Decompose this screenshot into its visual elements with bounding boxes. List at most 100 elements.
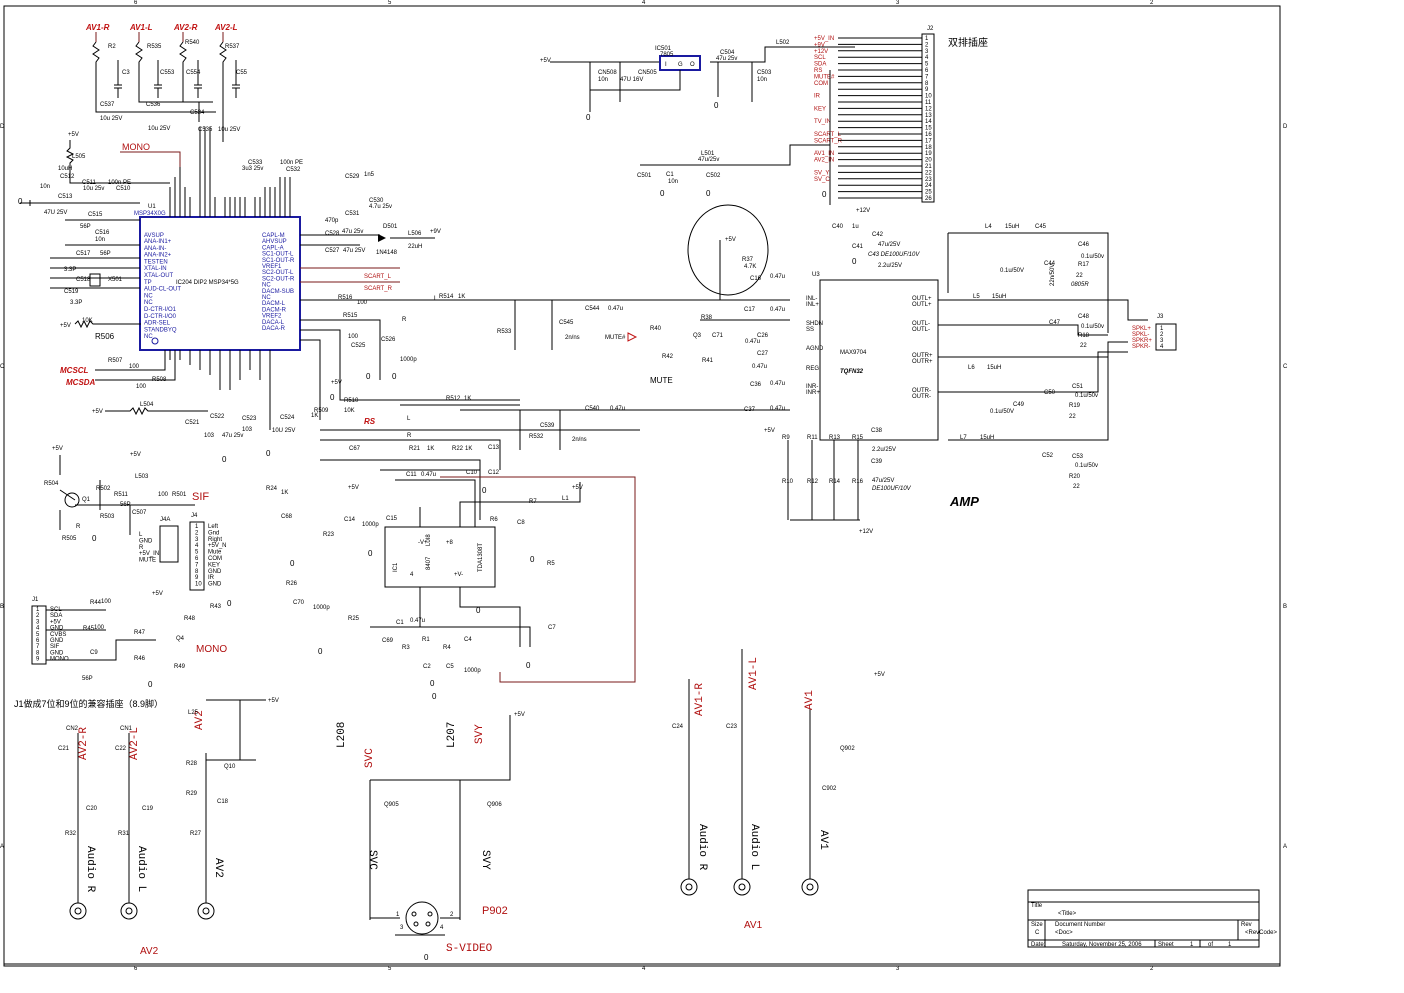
svg-text:R41: R41	[702, 358, 714, 364]
svg-text:<RevCode>: <RevCode>	[1245, 930, 1278, 936]
svg-text:R14: R14	[829, 479, 841, 485]
svg-text:R514: R514	[439, 294, 454, 300]
svg-text:C511: C511	[82, 180, 97, 186]
svg-text:R22: R22	[452, 446, 464, 452]
svg-text:C532: C532	[286, 167, 301, 173]
svg-text:C4: C4	[464, 637, 472, 643]
svg-text:J3: J3	[1157, 314, 1164, 320]
svg-text:R29: R29	[186, 791, 198, 797]
svg-text:R540: R540	[185, 40, 200, 46]
svg-text:C536: C536	[146, 102, 161, 108]
svg-text:0.47u: 0.47u	[608, 306, 623, 312]
j2-pin-number: 10	[925, 94, 932, 100]
svg-text:0.47u: 0.47u	[770, 307, 785, 313]
svg-text:CN508: CN508	[598, 70, 617, 76]
j2-pin-number: 3	[925, 49, 929, 55]
j2-pin-number: 25	[925, 190, 932, 196]
u3-left-pin: REG	[806, 366, 819, 372]
u3-max9704: U3 MAX9704 TQFN32 INL-INL+SHDNSSAGNDREGI…	[687, 204, 939, 441]
j4-pin-label: +5V_N	[208, 543, 227, 549]
svg-text:1000p: 1000p	[313, 605, 330, 611]
svg-text:4: 4	[440, 925, 444, 931]
svg-text:3u3 25v: 3u3 25v	[242, 166, 263, 172]
svg-text:+5V: +5V	[725, 237, 736, 243]
svg-text:CN2: CN2	[66, 726, 79, 732]
svg-text:0: 0	[476, 606, 481, 615]
j1-connector: J1 SCL1SDA2+5V3GND4CVBS5GND6SIF7GND8MONO…	[31, 591, 232, 689]
svg-text:C23: C23	[726, 724, 738, 730]
svg-text:0: 0	[392, 372, 397, 381]
u1-right-pin: CAPL-M	[262, 233, 285, 239]
svg-text:R19: R19	[1069, 403, 1081, 409]
u1-left-pin: NC	[144, 300, 153, 306]
svg-text:47u 25v: 47u 25v	[222, 433, 243, 439]
j2-pin-number: 9	[925, 87, 929, 93]
svg-text:R11: R11	[807, 435, 818, 441]
svg-text:47u/25V: 47u/25V	[878, 242, 900, 248]
j1-pin-number: 8	[36, 650, 40, 656]
svg-text:10u 25V: 10u 25V	[100, 116, 122, 122]
svg-text:AV2: AV2	[194, 710, 206, 730]
svg-text:0: 0	[18, 197, 23, 206]
svg-text:0: 0	[222, 455, 227, 464]
svg-text:R27: R27	[190, 831, 202, 837]
svg-text:SVC: SVC	[364, 748, 376, 768]
j4-connector: J4 Left1Gnd2Right3+5V_N4Mute5COM6KEY7GND…	[189, 513, 227, 591]
svg-text:10u 25V: 10u 25V	[148, 126, 170, 132]
svg-text:C71: C71	[712, 333, 724, 339]
svg-text:DE100UF/10V: DE100UF/10V	[872, 486, 912, 492]
svg-text:+5V: +5V	[764, 428, 775, 434]
j1-pin-label: GND	[50, 650, 64, 656]
u1-msp3410: U1 MSP34X0G IC204 DIP2 MSP34*5G AVSUP AN…	[134, 127, 301, 430]
svg-text:C10: C10	[466, 470, 478, 476]
sheet-border	[3, 5, 1281, 967]
svg-text:C52: C52	[1042, 453, 1054, 459]
j2-pin-number: 16	[925, 132, 932, 138]
svg-text:Audio R: Audio R	[696, 824, 708, 871]
svg-text:5: 5	[388, 966, 392, 972]
j2-net-label: SV_C	[814, 177, 830, 183]
svg-text:L25: L25	[188, 710, 199, 716]
svg-text:C26: C26	[757, 333, 769, 339]
svg-text:R44: R44	[90, 600, 102, 606]
svg-text:1N4148: 1N4148	[376, 250, 398, 256]
j2-pin-number: 2	[925, 42, 929, 48]
svg-text:0: 0	[148, 680, 153, 689]
svg-text:0.1u/50v: 0.1u/50v	[1075, 393, 1098, 399]
svg-text:22: 22	[1076, 273, 1083, 279]
svg-text:C1: C1	[396, 620, 404, 626]
svg-text:R46: R46	[134, 656, 146, 662]
svg-text:+5V: +5V	[331, 380, 342, 386]
svg-text:+12V: +12V	[859, 529, 873, 535]
svg-text:R23: R23	[323, 532, 335, 538]
svg-text:47u 25v: 47u 25v	[342, 229, 363, 235]
u1-right-pin: NC	[262, 283, 271, 289]
svg-text:TQFN32: TQFN32	[840, 369, 864, 375]
svg-text:C8: C8	[517, 520, 525, 526]
svg-text:0.1u/50v: 0.1u/50v	[1081, 254, 1104, 260]
svg-text:SVY: SVY	[479, 850, 491, 870]
svg-text:1K: 1K	[427, 446, 434, 452]
svg-text:R510: R510	[344, 398, 359, 404]
svg-text:C519: C519	[64, 289, 79, 295]
svg-text:C516: C516	[95, 230, 110, 236]
svg-text:C535: C535	[198, 127, 213, 133]
svg-text:47U 16V: 47U 16V	[620, 77, 643, 83]
svg-text:1K: 1K	[464, 396, 471, 402]
j4a-pin-label: L	[139, 532, 143, 538]
svg-text:C69: C69	[382, 638, 394, 644]
svg-text:3.3P: 3.3P	[70, 300, 82, 306]
svg-text:R9: R9	[782, 435, 790, 441]
svg-text:C526: C526	[381, 337, 396, 343]
svg-text:C24: C24	[672, 724, 684, 730]
u1-right-pin: NC	[262, 295, 271, 301]
u1-left-pin: D-CTR-I/O1	[144, 307, 177, 313]
svg-text:10u 25V: 10u 25V	[218, 127, 240, 133]
svg-text:U1: U1	[148, 204, 156, 210]
svg-text:C524: C524	[280, 415, 295, 421]
svg-text:C20: C20	[86, 806, 98, 812]
svg-text:C: C	[1035, 930, 1040, 936]
svg-text:1000p: 1000p	[464, 668, 481, 674]
